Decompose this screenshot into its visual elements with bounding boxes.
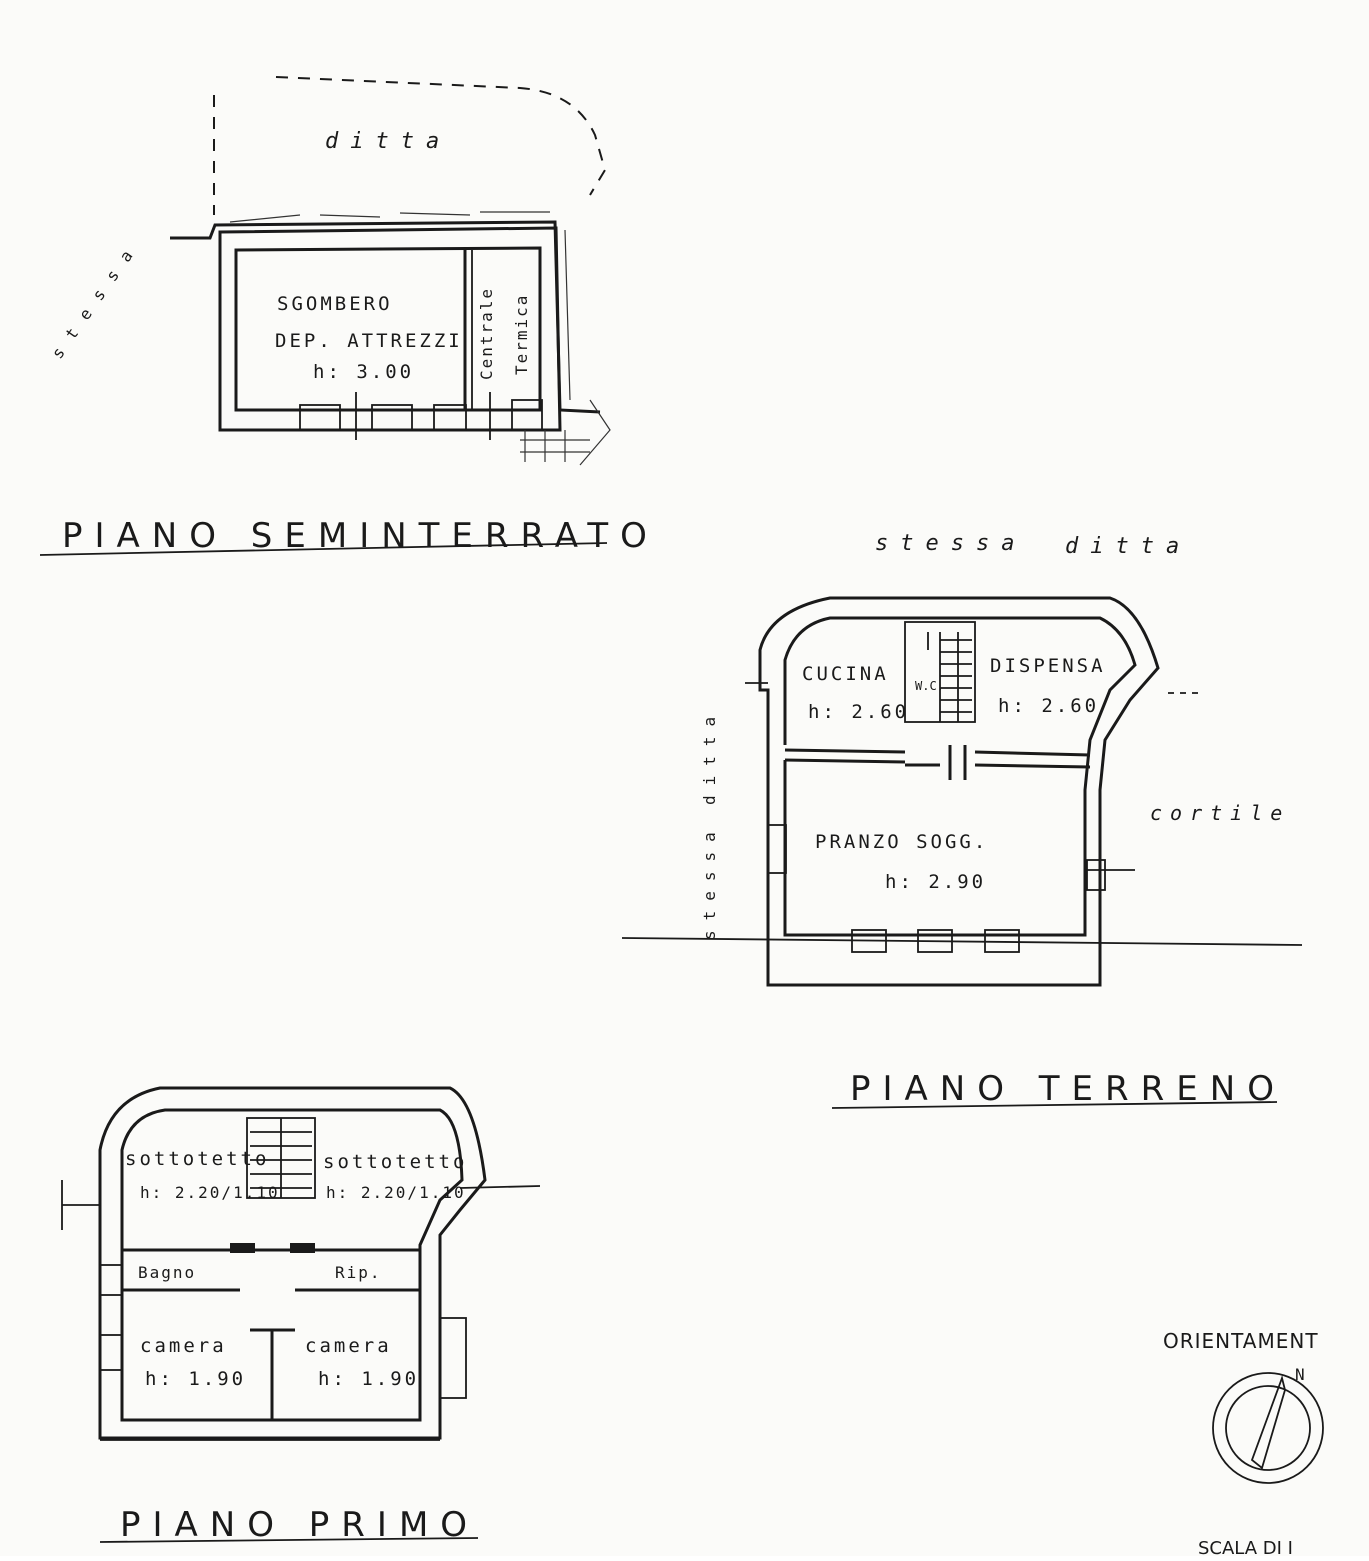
room-height-sottotetto-right: h: 2.20/1.10 [326, 1183, 466, 1202]
ground-outer-wall [758, 596, 1160, 987]
room-label-wc: W.C. [915, 679, 944, 693]
basement-title: PIANO SEMINTERRATO [62, 516, 659, 556]
basement-plan: ditta stessa SGOMBERO DEP. ATTREZZI h: 3… [39, 76, 659, 556]
room-height-pranzo: h: 2.90 [885, 871, 986, 893]
window [1086, 859, 1106, 891]
basement-title-underline [39, 542, 608, 556]
room-label-cucina: CUCINA [802, 663, 889, 685]
scale-label: SCALA DI I [1198, 1538, 1293, 1556]
compass-outer-circle [1212, 1372, 1324, 1484]
window [851, 929, 887, 953]
neighbor-boundary [275, 76, 607, 196]
ground-inner-wall [783, 616, 1137, 937]
room-label-camera-right: camera [305, 1335, 392, 1357]
basement-inner-wall [234, 246, 542, 412]
window [99, 1264, 123, 1296]
room-label-pranzo: PRANZO SOGG. [815, 831, 988, 853]
room-label-camera-left: camera [140, 1335, 227, 1357]
neighbor-label-stessa: stessa [48, 235, 145, 362]
room-height-camera-left: h: 1.90 [145, 1368, 246, 1390]
room-label-termica: Termica [512, 294, 531, 375]
window [299, 404, 341, 431]
basement-outer-wall [218, 226, 562, 432]
corridor-walls [122, 1248, 420, 1292]
window [433, 404, 467, 431]
window [371, 404, 413, 431]
interior-partitions [784, 748, 1091, 769]
neighbor-label-ditta: ditta [325, 129, 451, 154]
neighbor-label-stessa-side: stessa [700, 822, 719, 940]
ground-floor-plan: stessa ditta stessa ditta cortile CUCINA… [621, 531, 1303, 1109]
room-label-sgombero: SGOMBERO [277, 293, 393, 315]
room-height-dispensa: h: 2.60 [998, 695, 1099, 717]
window [984, 929, 1020, 953]
room-label-dispensa: DISPENSA [990, 655, 1106, 677]
window [917, 929, 953, 953]
room-label-centrale: Centrale [477, 287, 496, 380]
room-label-sottotetto-right: sottotetto [323, 1151, 467, 1173]
neighbor-label-ditta: ditta [1065, 534, 1191, 559]
room-label-sottotetto-left: sottotetto [125, 1148, 269, 1170]
room-height-camera-right: h: 1.90 [318, 1368, 419, 1390]
window [99, 1334, 123, 1371]
first-floor-plan: sottotetto h: 2.20/1.10 sottotetto h: 2.… [61, 1086, 541, 1545]
room-label-deposito: DEP. ATTREZZI [275, 330, 463, 352]
room-label-rip: Rip. [335, 1263, 382, 1282]
orientation-block: ORIENTAMENT N SCALA DI I [1163, 1329, 1324, 1559]
room-height-cucina: h: 2.60 [808, 701, 909, 723]
room-height: h: 3.00 [313, 361, 414, 383]
earth-line [170, 220, 601, 414]
external-steps [520, 399, 611, 466]
first-floor-title-underline [99, 1537, 479, 1543]
room-label-bagno: Bagno [138, 1263, 196, 1282]
window [767, 824, 787, 874]
compass-inner-circle [1225, 1385, 1311, 1471]
neighbor-label-ditta-side: ditta [700, 707, 719, 805]
orientation-label: ORIENTAMENT [1163, 1329, 1319, 1353]
courtyard-label: cortile [1150, 801, 1290, 825]
north-arrow-icon [1250, 1374, 1286, 1470]
ground-floor-title-underline [831, 1101, 1278, 1109]
room-height-sottotetto-left: h: 2.20/1.10 [140, 1183, 280, 1202]
neighbor-label-stessa: stessa [875, 531, 1026, 556]
balcony [439, 1317, 467, 1399]
window [511, 399, 543, 431]
first-inner-wall [120, 1108, 464, 1422]
first-outer-wall [98, 1086, 487, 1440]
north-label: N [1295, 1365, 1305, 1384]
